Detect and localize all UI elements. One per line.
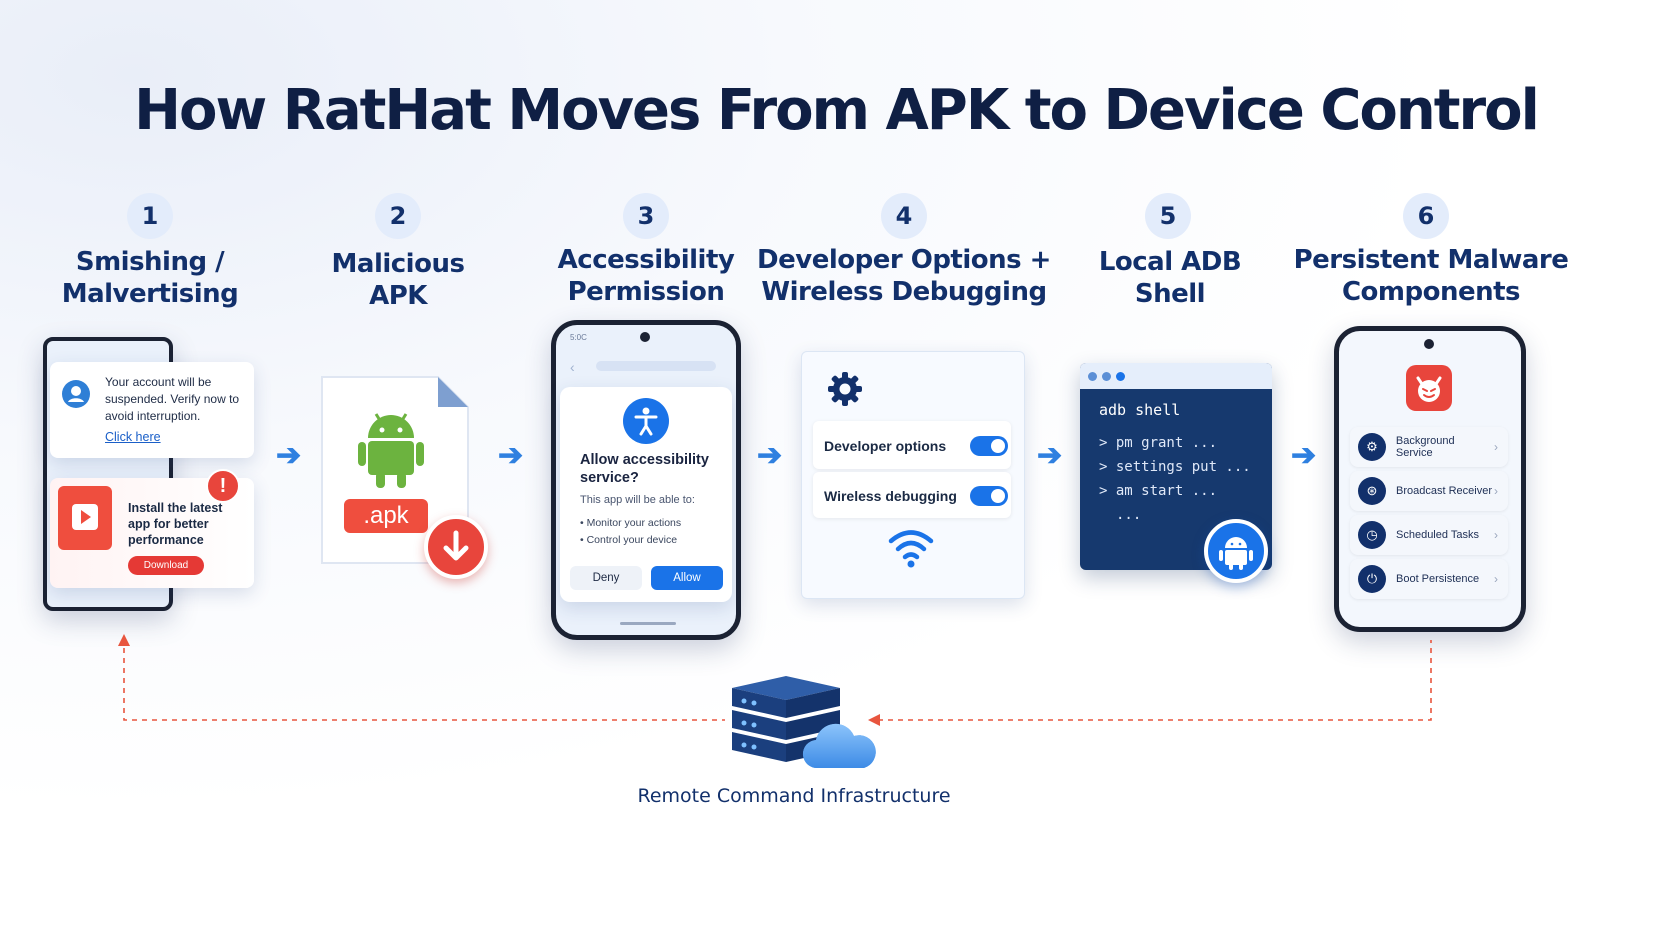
component-row-boot-persistence[interactable]: ⏻ Boot Persistence › bbox=[1350, 559, 1508, 599]
android-icon bbox=[356, 408, 426, 490]
terminal-window: adb shell > pm grant ... > settings put … bbox=[1080, 363, 1272, 570]
server-icon bbox=[728, 672, 844, 780]
component-row-scheduled-tasks[interactable]: ◷ Scheduled Tasks › bbox=[1350, 515, 1508, 555]
deny-button[interactable]: Deny bbox=[570, 566, 642, 590]
step-3-line1: Accessibility bbox=[557, 245, 735, 275]
ad-download-button[interactable]: Download bbox=[128, 556, 204, 575]
step-6-line1: Persistent Malware bbox=[1293, 245, 1569, 275]
step-5-line1: Local ADB bbox=[1098, 247, 1242, 277]
terminal-titlebar bbox=[1080, 363, 1272, 389]
step-number-3: 3 bbox=[623, 193, 669, 239]
dialog-bullet-1: • Monitor your actions bbox=[580, 517, 682, 529]
status-bar-time: 5:0C bbox=[570, 333, 587, 342]
bullet-2-text: Control your device bbox=[586, 534, 678, 546]
step-6-line2: Components bbox=[1341, 277, 1521, 307]
step-number-4: 4 bbox=[881, 193, 927, 239]
wireless-debugging-row: Wireless debugging bbox=[813, 472, 1011, 518]
terminal-line-5: ... bbox=[1116, 507, 1142, 523]
step-2-line1: Malicious bbox=[331, 249, 465, 279]
allow-button[interactable]: Allow bbox=[651, 566, 723, 590]
step-number-2: 2 bbox=[375, 193, 421, 239]
sms-notification: Your account will be suspended. Verify n… bbox=[50, 362, 254, 458]
camera-dot bbox=[640, 332, 650, 342]
ad-text: Install the latest app for better perfor… bbox=[128, 501, 223, 547]
clock-icon: ◷ bbox=[1358, 521, 1386, 549]
step-title-4: Developer Options +Wireless Debugging bbox=[754, 244, 1054, 308]
home-indicator bbox=[620, 622, 676, 625]
alert-badge: ! bbox=[206, 469, 240, 503]
bullet-1-text: Monitor your actions bbox=[586, 517, 682, 529]
developer-options-label: Developer options bbox=[824, 438, 947, 454]
step-5-line2: Shell bbox=[1134, 279, 1206, 309]
step-number-6: 6 bbox=[1403, 193, 1449, 239]
step-3-line2: Permission bbox=[567, 277, 725, 307]
flow-arrow-3: ➔ bbox=[757, 439, 783, 472]
download-arrow-icon bbox=[424, 515, 488, 579]
wifi-icon bbox=[886, 526, 936, 570]
android-badge-icon bbox=[1204, 519, 1268, 583]
broadcast-icon: ⊛ bbox=[1358, 477, 1386, 505]
wireless-debugging-toggle[interactable] bbox=[970, 486, 1008, 506]
component-label-3: Scheduled Tasks bbox=[1396, 529, 1479, 541]
chevron-right-icon: › bbox=[1494, 572, 1498, 586]
cloud-icon bbox=[800, 718, 880, 772]
sms-text: Your account will be suspended. Verify n… bbox=[105, 375, 240, 423]
flow-arrow-2: ➔ bbox=[498, 439, 524, 472]
camera-dot-2 bbox=[1424, 339, 1434, 349]
dialog-bullet-2: • Control your device bbox=[580, 534, 678, 546]
step-1-line2: Malvertising bbox=[61, 279, 239, 309]
infrastructure-label: Remote Command Infrastructure bbox=[637, 785, 951, 807]
sms-link[interactable]: Click here bbox=[105, 430, 161, 444]
back-chevron-icon[interactable]: ‹ bbox=[570, 359, 575, 375]
component-label-4: Boot Persistence bbox=[1396, 573, 1480, 585]
flow-arrow-1: ➔ bbox=[276, 439, 302, 472]
apk-label: .apk bbox=[344, 499, 428, 533]
step-number-5: 5 bbox=[1145, 193, 1191, 239]
gear-icon: ⚙ bbox=[1358, 433, 1386, 461]
developer-options-row: Developer options bbox=[813, 421, 1011, 469]
wireless-debugging-label: Wireless debugging bbox=[824, 488, 957, 504]
page-title: How RatHat Moves From APK to Device Cont… bbox=[134, 78, 1540, 143]
window-dot-2[interactable] bbox=[1102, 372, 1111, 381]
terminal-line-3: > settings put ... bbox=[1099, 459, 1251, 475]
terminal-line-2: > pm grant ... bbox=[1099, 435, 1218, 451]
step-1-line1: Smishing / bbox=[75, 247, 225, 277]
user-icon bbox=[62, 380, 90, 408]
developer-options-toggle[interactable] bbox=[970, 436, 1008, 456]
chevron-right-icon: › bbox=[1494, 484, 1498, 498]
flow-arrow-5: ➔ bbox=[1291, 439, 1317, 472]
component-row-broadcast-receiver[interactable]: ⊛ Broadcast Receiver › bbox=[1350, 471, 1508, 511]
component-label-1: Background Service bbox=[1395, 435, 1455, 459]
video-play-icon bbox=[58, 486, 112, 550]
devil-app-icon bbox=[1406, 365, 1452, 411]
chevron-right-icon: › bbox=[1494, 528, 1498, 542]
step-2-line2: APK bbox=[369, 281, 427, 311]
component-label-2: Broadcast Receiver bbox=[1396, 485, 1492, 497]
chevron-right-icon: › bbox=[1494, 440, 1498, 454]
search-bar-placeholder bbox=[596, 361, 716, 371]
step-number-1: 1 bbox=[127, 193, 173, 239]
dialog-title: Allow accessibility service? bbox=[580, 452, 709, 486]
dialog-subtitle: This app will be able to: bbox=[580, 494, 695, 506]
window-dot-3[interactable] bbox=[1116, 372, 1125, 381]
gear-icon bbox=[826, 370, 864, 408]
step-title-1: Smishing /Malvertising bbox=[15, 246, 285, 310]
step-4-line2: Wireless Debugging bbox=[761, 277, 1047, 307]
terminal-line-1: adb shell bbox=[1099, 401, 1181, 419]
terminal-line-4: > am start ... bbox=[1099, 483, 1218, 499]
window-dot-1[interactable] bbox=[1088, 372, 1097, 381]
power-icon: ⏻ bbox=[1358, 565, 1386, 593]
step-4-line1: Developer Options + bbox=[757, 245, 1051, 275]
flow-arrow-4: ➔ bbox=[1037, 439, 1063, 472]
component-row-background-service[interactable]: ⚙ Background Service › bbox=[1350, 427, 1508, 467]
accessibility-icon bbox=[623, 398, 669, 444]
